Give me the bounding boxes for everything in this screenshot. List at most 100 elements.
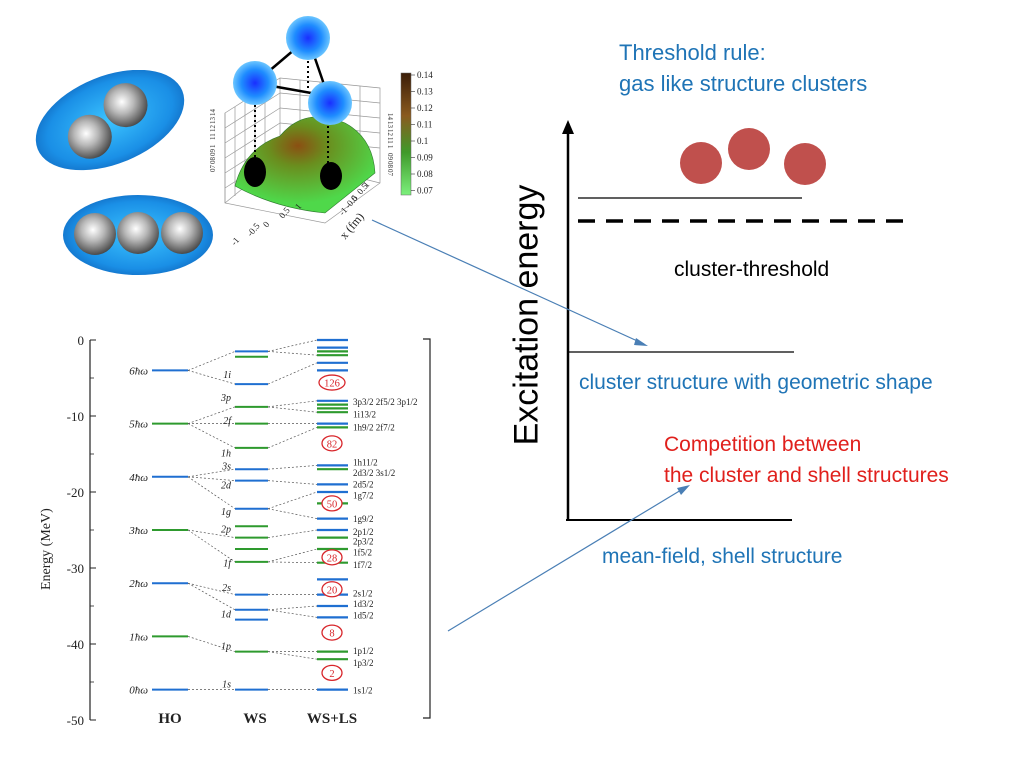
ws-ls-connector — [267, 339, 318, 352]
ho-ws-connector — [187, 370, 236, 385]
colorbar — [400, 72, 412, 196]
two-alpha-cluster — [35, 70, 185, 171]
left-axis-tick: 08 — [209, 157, 217, 165]
ls-label: 2p3/2 — [353, 537, 374, 547]
right-bracket — [423, 338, 431, 719]
magic-number-circle — [321, 549, 343, 566]
gas-cluster-3 — [784, 143, 826, 185]
energy-axis: 0-10-20-30-40-50 — [67, 333, 96, 728]
ws-label: 2f — [223, 416, 232, 427]
ls-label: 1h11/2 — [353, 458, 378, 468]
colorbar-tick: 0.14 — [417, 70, 433, 80]
left-axis-tick: 11 — [209, 133, 217, 140]
density-surface — [234, 116, 376, 214]
column-label: WS+LS — [307, 711, 357, 727]
mean-field-label: mean-field, shell structure — [602, 545, 843, 568]
ws-ls-connector — [267, 609, 318, 618]
ws-label: 1p — [221, 642, 231, 653]
energy-axis-label: Energy (MeV) — [39, 508, 54, 590]
arrow-to-competition — [447, 486, 687, 632]
ws-label: 3p — [220, 393, 231, 404]
energy-arrow-head — [562, 120, 574, 134]
magic-number-circle — [321, 435, 343, 452]
cluster-ellipses — [35, 70, 213, 275]
excitation-scheme — [562, 120, 910, 521]
arrow-to-competition-head — [677, 485, 690, 495]
projection-dot-right — [320, 162, 342, 190]
ho-ws-connector — [187, 636, 236, 652]
ho-label: 2ħω — [129, 578, 148, 590]
ls-label: 1d5/2 — [353, 610, 374, 620]
left-axis-tick: 09 — [209, 149, 217, 157]
ho-ws-connector — [187, 476, 236, 510]
energy-tick: -50 — [67, 713, 84, 728]
right-axis-tick: 11 — [386, 137, 394, 144]
magic-number: 8 — [329, 629, 334, 640]
magic-number-circle — [321, 495, 343, 512]
ls-label: 2d5/2 — [353, 480, 374, 490]
arrow-to-geometric — [371, 219, 645, 345]
magic-number-circle — [321, 581, 343, 598]
ls-label: 1i13/2 — [353, 410, 376, 420]
ho-ws-connector — [187, 351, 236, 371]
magic-number: 20 — [327, 585, 338, 596]
ws-ls-connector — [267, 406, 318, 413]
ho-label: 0ħω — [129, 685, 148, 697]
ls-label: 1f7/2 — [353, 560, 372, 570]
left-axis-tick: 12 — [209, 125, 217, 133]
ls-label: 1h9/2 2f7/2 — [353, 423, 395, 433]
ws-ls-connector — [267, 427, 318, 449]
competition-line1: Competition between — [664, 433, 862, 456]
colorbar-tick: 0.09 — [417, 153, 433, 163]
ws-label: 3s — [221, 461, 231, 472]
x-axis-tick: 0 — [349, 193, 360, 203]
projection-dot-left — [244, 157, 266, 187]
ho-label: 3ħω — [128, 525, 148, 537]
ws-ls-connector — [267, 351, 318, 356]
colorbar-tick: 0.07 — [417, 186, 433, 196]
gas-cluster-1 — [680, 142, 722, 184]
energy-tick: -20 — [67, 485, 84, 500]
three-alpha-cluster — [63, 195, 213, 275]
column-label: HO — [158, 711, 181, 727]
x-axis-tick: 1 — [361, 179, 372, 189]
ls-label: 1g9/2 — [353, 514, 374, 524]
ws-label: 1d — [221, 610, 232, 621]
ls-label: 3p3/2 2f5/2 3p1/2 — [353, 397, 418, 407]
ws-label: 2p — [221, 524, 231, 535]
ls-label: 1s1/2 — [353, 686, 373, 696]
geometric-shape-label: cluster structure with geometric shape — [579, 371, 933, 394]
magic-number-circle — [321, 624, 343, 641]
colorbar-tick: 0.08 — [417, 169, 433, 179]
ws-ls-connector — [267, 491, 318, 510]
left-axis-tick: 13 — [209, 117, 217, 125]
y-axis-tick: 0 — [261, 219, 272, 229]
ws-label: 2s — [222, 583, 231, 594]
gas-cluster-2 — [728, 128, 770, 170]
right-axis-tick: 09 — [386, 153, 394, 161]
ws-ls-connector — [267, 508, 318, 519]
ws-ls-connector — [267, 480, 318, 485]
alpha-sphere-right — [308, 81, 352, 125]
ho-label: 5ħω — [129, 419, 148, 431]
right-axis-tick: 14 — [386, 113, 394, 121]
ws-ls-connector — [267, 400, 318, 408]
right-axis-tick: 12 — [386, 129, 394, 137]
magic-number: 82 — [327, 439, 338, 450]
competition-line2: the cluster and shell structures — [664, 464, 949, 487]
magic-number: 50 — [327, 499, 338, 510]
ho-label: 4ħω — [129, 472, 148, 484]
arrow-to-geometric-head — [634, 338, 648, 346]
ws-label: 1s — [222, 680, 231, 691]
ws-label: 2d — [221, 480, 232, 491]
level-labels: 6ħω5ħω4ħω3ħω2ħω1ħω0ħω1i3p2f1h3s2d1g2p1f2… — [128, 365, 417, 696]
left-axis-tick: 07 — [209, 165, 217, 173]
ws-ls-connector — [267, 362, 318, 385]
ls-label: 2s1/2 — [353, 588, 373, 598]
threshold-rule-line2: gas like structure clusters — [619, 71, 868, 96]
right-axis-tick: 08 — [386, 161, 394, 169]
